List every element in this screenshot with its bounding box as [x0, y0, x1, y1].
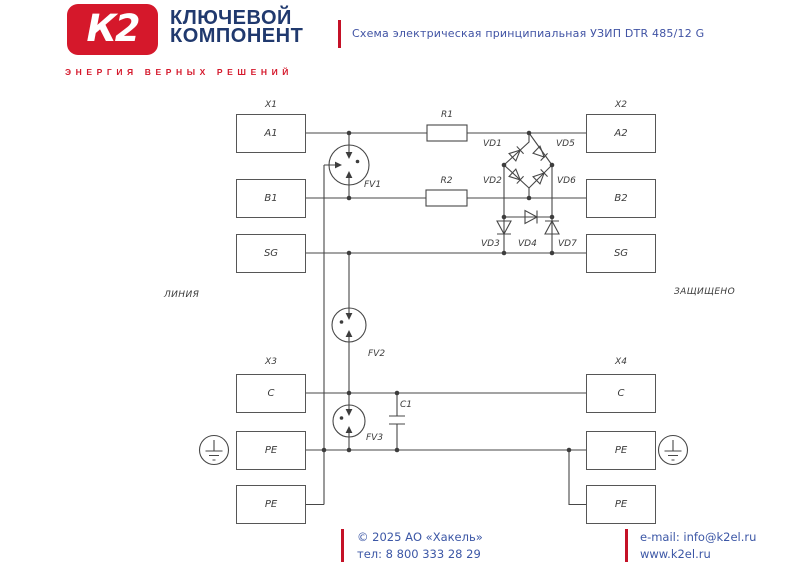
footer-divider-right — [625, 529, 628, 562]
label-vd5: VD5 — [556, 139, 575, 149]
ground-icon-right — [657, 434, 689, 466]
connector-x3-pin-c: C — [236, 373, 306, 413]
connector-x4-pin-pe2: PE — [586, 485, 656, 524]
connector-x2-label: X2 — [615, 100, 627, 110]
label-vd4: VD4 — [518, 239, 537, 249]
label-fv3: FV3 — [366, 433, 384, 443]
label-vd3: VD3 — [481, 239, 500, 249]
brand-slogan: ЭНЕРГИЯ ВЕРНЫХ РЕШЕНИЙ — [65, 67, 293, 77]
connector-x1-pin-b1: B1 — [236, 178, 306, 218]
k2-logo: К2 — [67, 4, 158, 55]
brand-line2: КОМПОНЕНТ — [170, 25, 304, 47]
footer-email[interactable]: e-mail: info@k2el.ru — [640, 530, 757, 544]
connector-x4-pin-c: C — [586, 373, 656, 413]
title-divider — [338, 20, 341, 48]
label-vd6: VD6 — [557, 176, 576, 186]
diode-vd7 — [544, 219, 560, 235]
junction-dots — [321, 130, 572, 453]
label-fv2: FV2 — [368, 349, 386, 359]
label-vd1: VD1 — [483, 139, 502, 149]
diode-vd1 — [508, 146, 524, 162]
diode-vd4 — [524, 209, 539, 225]
arrester-fv2-symbol — [331, 253, 367, 393]
footer-copyright: © 2025 АО «Хакель» — [357, 530, 483, 544]
connector-x3-label: X3 — [265, 357, 277, 367]
diode-bridge — [496, 131, 560, 253]
connector-x1-pin-sg: SG — [236, 233, 306, 273]
label-vd7: VD7 — [558, 239, 577, 249]
brand-name: КЛЮЧЕВОЙ КОМПОНЕНТ — [170, 7, 304, 47]
arrester-fv1-symbol — [324, 133, 370, 198]
connector-x3-pin-pe1: PE — [236, 430, 306, 470]
label-r1: R1 — [441, 110, 453, 120]
brand-line1: КЛЮЧЕВОЙ — [170, 7, 292, 29]
label-r2: R2 — [440, 176, 453, 186]
label-vd2: VD2 — [483, 176, 502, 186]
diode-vd3 — [496, 220, 512, 236]
connector-x4-pin-pe1: PE — [586, 430, 656, 470]
wire-pe2-right — [568, 450, 586, 506]
zone-label-protected: ЗАЩИЩЕНО — [674, 287, 736, 297]
document-title: Схема электрическая принципиальная УЗИП … — [352, 27, 705, 40]
connector-x3-pin-pe2: PE — [236, 485, 306, 524]
label-c1: C1 — [400, 400, 413, 410]
resistor-r2-body — [425, 189, 468, 207]
resistor-r1-body — [426, 124, 468, 142]
connector-x1-pin-a1: A1 — [236, 113, 306, 153]
connector-x1-label: X1 — [265, 100, 277, 110]
arrester-fv3-symbol — [332, 393, 366, 450]
ground-icon-left — [198, 434, 230, 466]
connector-x4-label: X4 — [615, 357, 627, 367]
connector-x2-pin-b2: B2 — [586, 178, 656, 218]
k2-logo-text: К2 — [86, 7, 141, 50]
footer-phone: тел: 8 800 333 28 29 — [357, 547, 481, 561]
diode-vd6 — [532, 169, 548, 185]
diode-vd2 — [508, 168, 524, 184]
connector-x2-pin-a2: A2 — [586, 113, 656, 153]
footer-website[interactable]: www.k2el.ru — [640, 547, 711, 561]
wire-pe2-left — [304, 165, 325, 506]
diode-vd5 — [532, 145, 548, 161]
zone-label-line: ЛИНИЯ — [164, 290, 200, 300]
label-fv1: FV1 — [364, 180, 382, 190]
capacitor-c1-symbol — [389, 393, 405, 450]
connector-x2-pin-sg: SG — [586, 233, 656, 273]
footer-divider-left — [341, 529, 344, 562]
